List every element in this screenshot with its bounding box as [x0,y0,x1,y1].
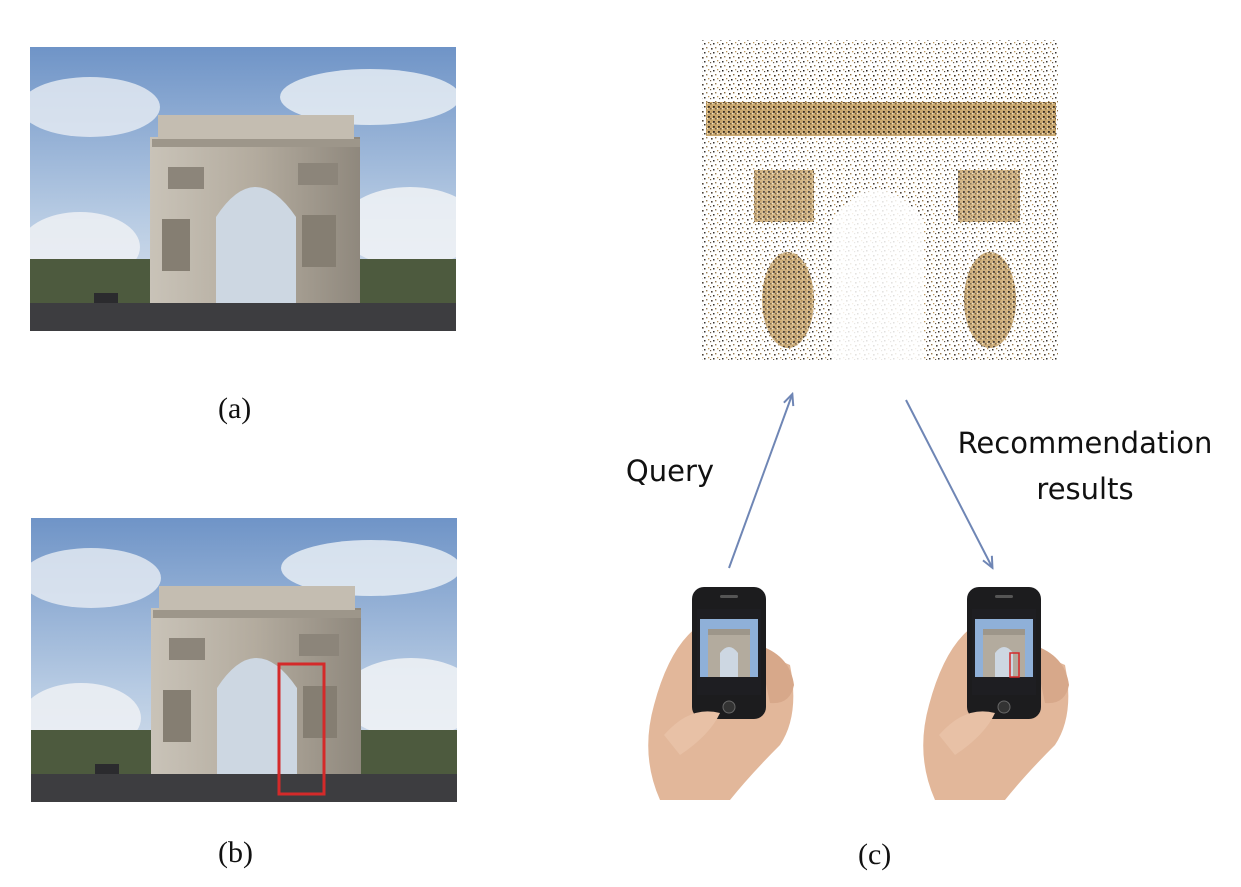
recommendation-arrow [905,399,992,567]
phone-query [640,585,800,800]
query-label: Query [625,454,715,488]
phone-highlight-box [1009,652,1020,678]
recommendation-label-line1: Recommendation [957,426,1213,460]
caption-c: (c) [858,838,892,871]
phone-result [915,585,1075,800]
caption-a: (a) [218,392,252,425]
point-cloud [692,10,1068,370]
highlight-box [277,662,326,796]
caption-b: (b) [218,836,253,869]
query-arrow [728,395,792,569]
photo-a [30,47,456,331]
photo-b [31,518,457,802]
recommendation-label-line2: results [1036,472,1134,506]
